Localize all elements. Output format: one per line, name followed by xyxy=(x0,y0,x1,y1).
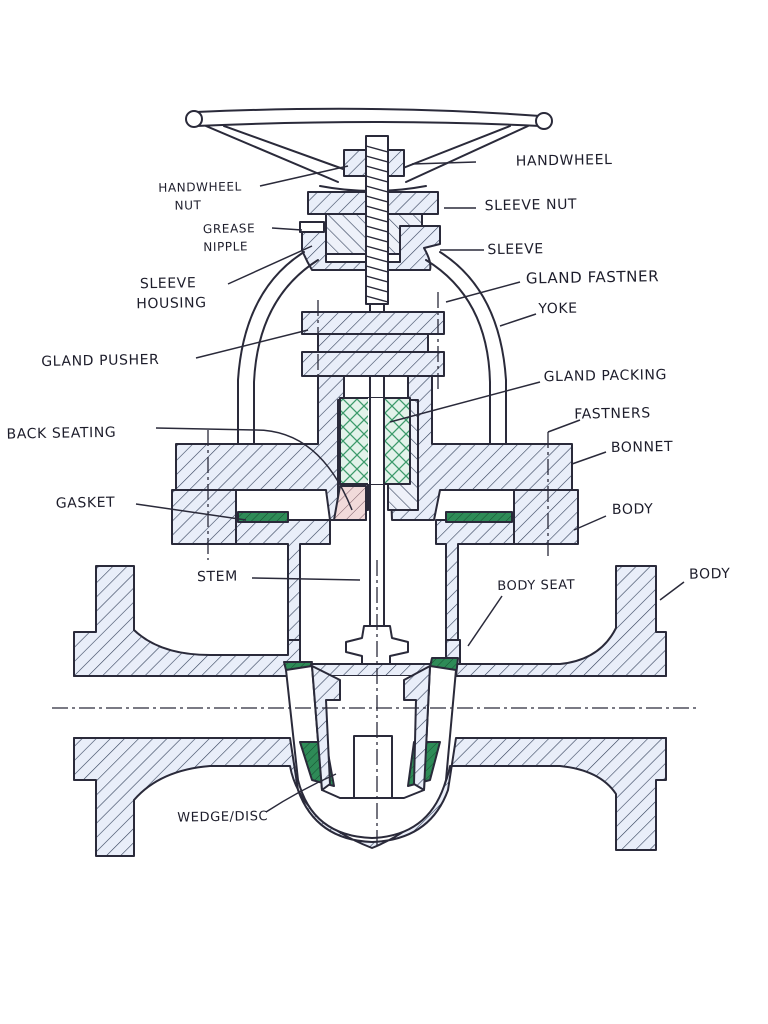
label-bonnet: BONNET xyxy=(611,439,674,456)
label-sleeve-housing-line1: SLEEVE xyxy=(140,275,197,292)
label-gland-packing: GLAND PACKING xyxy=(543,367,667,385)
label-gasket: GASKET xyxy=(56,495,116,512)
label-handwheel: HANDWHEEL xyxy=(516,152,613,170)
sleeve-housing xyxy=(299,221,441,271)
wedge-disc xyxy=(285,665,457,839)
label-stem: STEM xyxy=(197,569,238,586)
label-yoke: YOKE xyxy=(537,301,578,318)
label-sleeve: SLEEVE xyxy=(487,241,544,258)
gland-pusher xyxy=(301,292,445,390)
label-body-seat: BODY SEAT xyxy=(497,578,575,594)
label-grease-nipple-line2: NIPPLE xyxy=(203,239,248,254)
gasket-left xyxy=(237,511,289,523)
label-wedge-disc: WEDGE/DISC xyxy=(177,809,268,826)
yoke xyxy=(237,251,507,445)
label-back-seating: BACK SEATING xyxy=(6,425,116,443)
label-handwheel-nut-line2: NUT xyxy=(174,198,201,212)
label-body-far: BODY xyxy=(689,566,731,583)
label-sleeve-housing-line2: HOUSING xyxy=(136,295,207,312)
back-seating xyxy=(333,485,367,521)
label-sleeve-nut: SLEEVE NUT xyxy=(484,197,577,215)
label-fastners: FASTNERS xyxy=(574,405,651,422)
valve-body xyxy=(73,565,667,857)
label-gland-pusher: GLAND PUSHER xyxy=(41,352,159,370)
leader-lines xyxy=(135,161,685,813)
label-gland-fastner: GLAND FASTNER xyxy=(526,267,660,287)
label-grease-nipple-line1: GREASE xyxy=(203,221,255,236)
label-handwheel-nut-line1: HANDWHEEL xyxy=(158,179,242,194)
part-labels: HANDWHEEL HANDWHEEL NUT SLEEVE NUT GREAS… xyxy=(6,152,731,826)
label-body-right: BODY xyxy=(612,501,654,518)
gasket-right xyxy=(445,511,513,523)
